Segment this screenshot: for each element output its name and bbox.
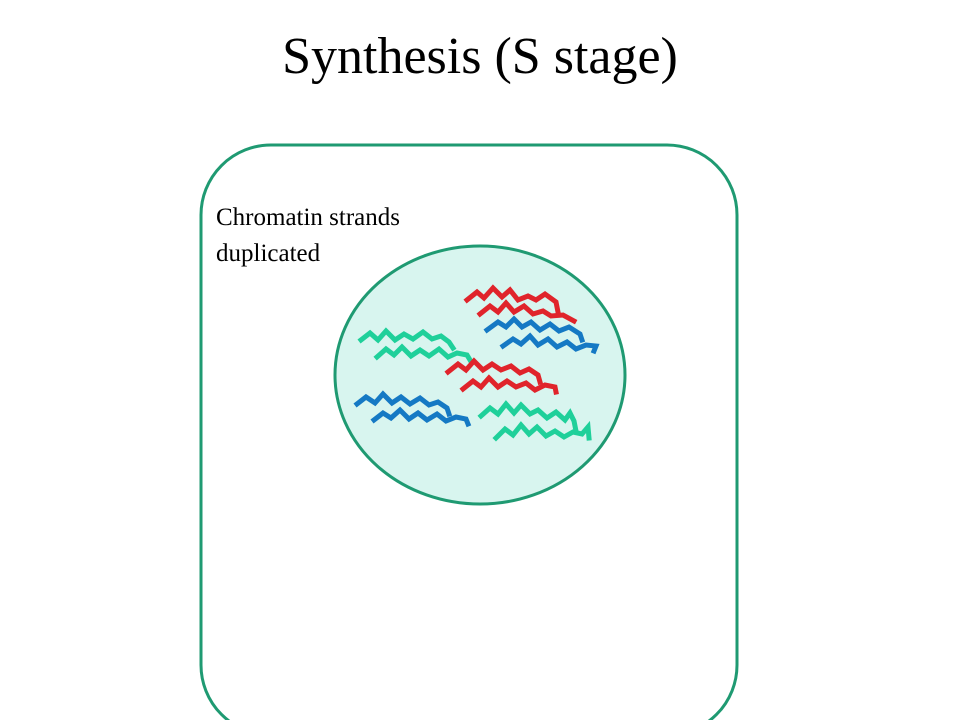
chromatin-red-top [463, 284, 578, 325]
chromatin-green-left [357, 327, 474, 364]
chromatin-blue-top [483, 315, 600, 355]
chromatin-green-bottom [477, 400, 592, 442]
chromatin-blue-bottom [353, 390, 472, 428]
chromatin-label-line-2: duplicated [216, 240, 321, 267]
chromatin-label-line-1: Chromatin strands [216, 204, 401, 231]
chromatin-label: Chromatin strands duplicated [216, 200, 400, 272]
cell-membrane [199, 143, 739, 720]
slide-title: Synthesis (S stage) [282, 28, 678, 85]
nucleus [333, 244, 627, 506]
chromatin-red-middle [444, 357, 559, 395]
